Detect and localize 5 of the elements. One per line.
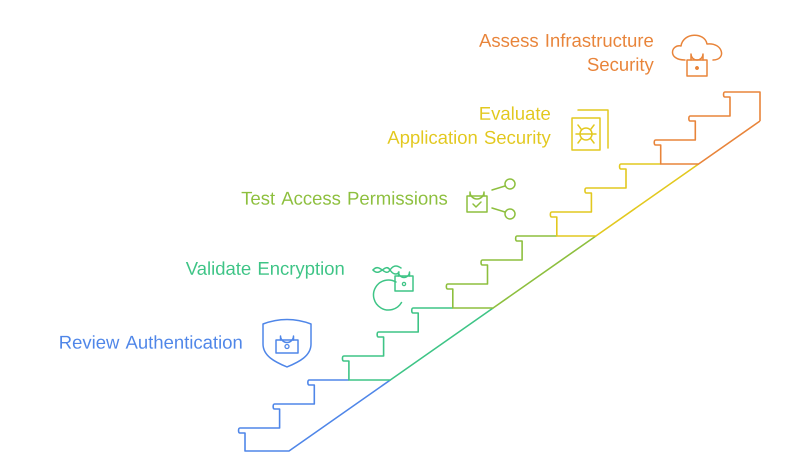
step-label: Validate Encryption xyxy=(186,261,344,279)
step-label: Assess Infrastructure Security xyxy=(479,33,654,75)
step-label: Evaluate Application Security xyxy=(387,106,551,148)
step-label: Review Authentication xyxy=(60,335,242,349)
step-label: Test Access Permissions xyxy=(242,191,448,205)
